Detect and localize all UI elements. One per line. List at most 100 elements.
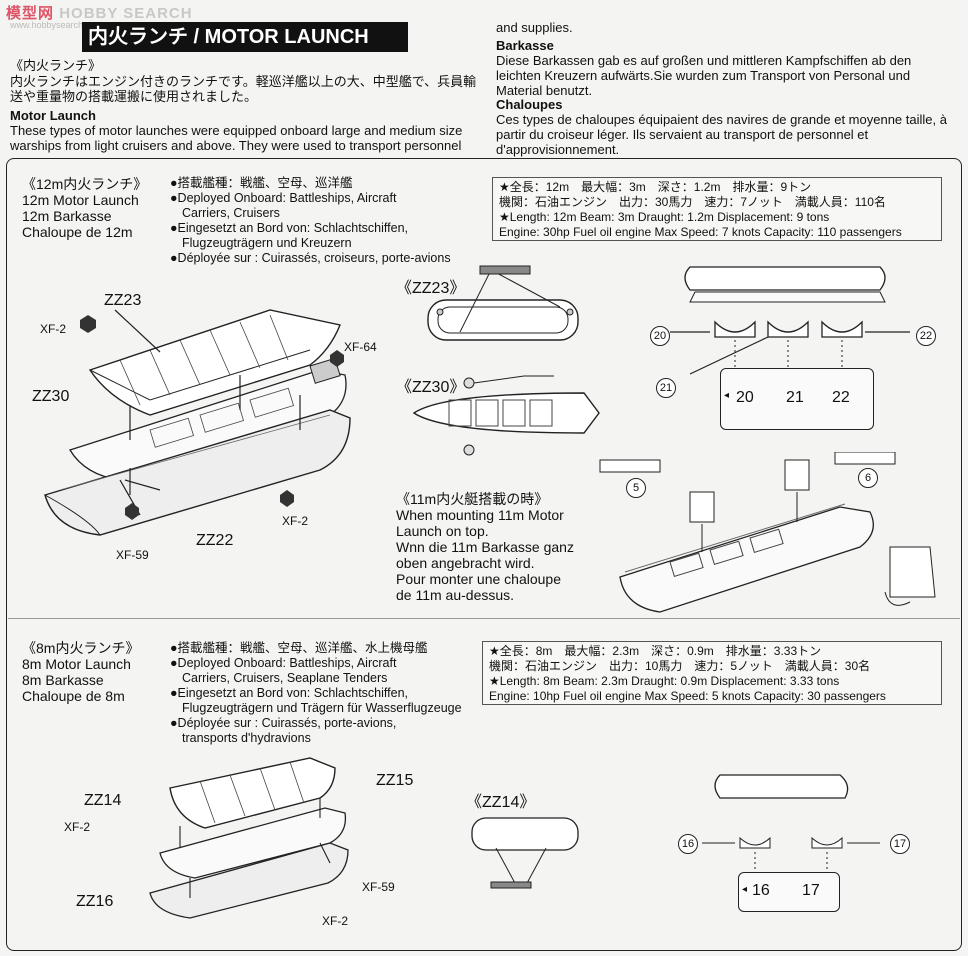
- intro-en-heading: Motor Launch: [10, 108, 96, 123]
- part-label: ZZ15: [376, 772, 414, 789]
- deployed-line: ●搭載艦種：戦艦、空母、巡洋艦: [170, 176, 353, 190]
- cradle-number-box-8m: [738, 872, 840, 912]
- paint-label: XF-64: [344, 340, 377, 354]
- launch8-assembly-diagram: [149, 757, 349, 919]
- launch8-name-en: 8m Motor Launch: [22, 656, 131, 672]
- page-title: 内火ランチ / MOTOR LAUNCH: [82, 22, 408, 52]
- spec-line: ★全長：8m 最大幅：2.3m 深さ：0.9m 排水量：3.33トン: [489, 644, 822, 658]
- deployed-line: Carriers, Cruisers: [182, 206, 280, 220]
- detail-label: 《ZZ23》: [396, 280, 466, 297]
- part-label: ZZ16: [76, 893, 114, 910]
- launch12-name-en: 12m Motor Launch: [22, 192, 139, 208]
- intro-de-line: leichten Kreuzern aufwärts.Sie wurden zu…: [496, 68, 911, 83]
- intro-fr-text: Ces types de chaloupes équipaient des na…: [496, 112, 962, 157]
- intro-en-line: These types of motor launches were equip…: [10, 123, 463, 138]
- launch8-names: 《8m内火ランチ》 8m Motor Launch 8m Barkasse Ch…: [22, 640, 139, 704]
- part-number-badge: 17: [890, 834, 910, 854]
- paint-label: XF-2: [322, 914, 349, 928]
- watermark-en: HOBBY SEARCH: [59, 5, 193, 22]
- intro-en-cont: and supplies.: [496, 20, 573, 35]
- intro-fr-heading: Chaloupes: [496, 97, 563, 112]
- intro-jp-line: 送や重量物の搭載運搬に使用されました。: [10, 89, 258, 104]
- intro-jp-line: 内火ランチはエンジン付きのランチです。軽巡洋艦以上の大、中型艦で、兵員輸: [10, 74, 477, 89]
- part-number-badge: 16: [678, 834, 698, 854]
- paint-label: XF-2: [40, 322, 67, 336]
- intro-en-text: These types of motor launches were equip…: [10, 123, 480, 153]
- detail-label: 《ZZ14》: [466, 794, 536, 811]
- arrow-mark: ◂: [724, 390, 730, 401]
- part-number-badge: 20: [650, 326, 670, 346]
- section-divider: [8, 618, 960, 619]
- mount-note-line: Wnn die 11m Barkasse ganz: [396, 539, 574, 555]
- intro-en-line: warships from light cruisers and above. …: [10, 138, 462, 153]
- intro-de-heading: Barkasse: [496, 38, 554, 53]
- intro-de-line: Diese Barkassen gab es auf großen und mi…: [496, 53, 912, 68]
- spec-line: Engine: 10hp Fuel oil engine Max Speed: …: [489, 689, 886, 703]
- mount-note-line: oben angebracht wird.: [396, 555, 535, 571]
- intro-de-text: Diese Barkassen gab es auf großen und mi…: [496, 53, 962, 98]
- launch12-assembly-diagram: [44, 309, 351, 536]
- cradle-number: 21: [786, 389, 804, 406]
- launch12-name-de: 12m Barkasse: [22, 208, 112, 224]
- launch12-names: 《12m内火ランチ》 12m Motor Launch 12m Barkasse…: [22, 176, 147, 240]
- zz30-detail-drawing: [412, 375, 600, 456]
- cradle-diagram-12m: [670, 266, 910, 377]
- part-number-badge: 6: [858, 468, 878, 488]
- spec-line: ★Length: 12m Beam: 3m Draught: 1.2m Disp…: [499, 210, 830, 224]
- launch12-name-jp: 《12m内火ランチ》: [22, 176, 148, 192]
- part-label: ZZ23: [104, 292, 142, 309]
- intro-fr-line: d'approvisionnement.: [496, 142, 620, 157]
- mount-note-line: de 11m au-dessus.: [396, 587, 515, 603]
- part-label: ZZ22: [196, 532, 234, 549]
- watermark-url: www.hobbysearch.com: [10, 20, 103, 30]
- launch12-deployed: ●搭載艦種：戦艦、空母、巡洋艦 ●Deployed Onboard: Battl…: [170, 176, 451, 266]
- cradle-diagram-8m: [702, 774, 880, 882]
- part-number-badge: 22: [916, 326, 936, 346]
- spec-line: Engine: 30hp Fuel oil engine Max Speed: …: [499, 225, 902, 239]
- watermark: 模型网 HOBBY SEARCH: [6, 2, 193, 23]
- intro-fr-line: Ces types de chaloupes équipaient des na…: [496, 112, 947, 127]
- launch8-name-jp: 《8m内火ランチ》: [22, 640, 140, 656]
- cradle-number-box-12m: [720, 368, 874, 430]
- spec-line: 機関：石油エンジン 出力：10馬力 速力：5ノット 満載人員：30名: [489, 659, 871, 673]
- mount-note: 《11m内火艇搭載の時》 When mounting 11m Motor Lau…: [396, 491, 574, 603]
- paint-label: XF-2: [282, 514, 309, 528]
- spec-line: ★Length: 8m Beam: 2.3m Draught: 0.9m Dis…: [489, 674, 840, 688]
- intro-jp-text: 内火ランチはエンジン付きのランチです。軽巡洋艦以上の大、中型艦で、兵員輸 送や重…: [10, 74, 480, 104]
- cradle-number: 22: [832, 389, 850, 406]
- launch12-name-fr: Chaloupe de 12m: [22, 224, 133, 240]
- intro-fr-line: partir du croiseur léger. Ils servaient …: [496, 127, 869, 142]
- mount-note-line: Launch on top.: [396, 523, 489, 539]
- deployed-line: Flugzeugträgern und Kreuzern: [182, 236, 352, 250]
- deployed-line: ●搭載艦種：戦艦、空母、巡洋艦、水上機母艦: [170, 641, 428, 655]
- paint-label: XF-59: [116, 548, 149, 562]
- deployed-line: ●Eingesetzt an Bord von: Schlachtschiffe…: [170, 221, 409, 235]
- part-number-badge: 21: [656, 378, 676, 398]
- part-label: ZZ14: [84, 792, 122, 809]
- mount-note-line: Pour monter une chaloupe: [396, 571, 561, 587]
- watermark-cn: 模型网: [6, 5, 55, 22]
- mount-note-line: When mounting 11m Motor: [396, 507, 564, 523]
- spec-line: ★全長：12m 最大幅：3m 深さ：1.2m 排水量：9トン: [499, 180, 812, 194]
- launch8-name-de: 8m Barkasse: [22, 672, 104, 688]
- launch8-deployed: ●搭載艦種：戦艦、空母、巡洋艦、水上機母艦 ●Deployed Onboard:…: [170, 641, 462, 746]
- paint-label: XF-59: [362, 880, 395, 894]
- mount-note-line: 《11m内火艇搭載の時》: [396, 491, 549, 507]
- part-number-badge: 5: [626, 478, 646, 498]
- launch8-spec-box: ★全長：8m 最大幅：2.3m 深さ：0.9m 排水量：3.33トン 機関：石油…: [482, 641, 942, 705]
- intro-jp-heading: 《内火ランチ》: [10, 58, 102, 73]
- cradle-number: 16: [752, 882, 770, 899]
- cradle-number: 17: [802, 882, 820, 899]
- deployed-line: ●Déployée sur : Cuirassés, croiseurs, po…: [170, 251, 451, 265]
- deployed-line: Carriers, Cruisers, Seaplane Tenders: [182, 671, 388, 685]
- zz14-detail-drawing: [471, 817, 579, 889]
- deployed-line: ●Deployed Onboard: Battleships, Aircraft: [170, 191, 397, 205]
- cradle-number: 20: [736, 389, 754, 406]
- instruction-panel: [6, 158, 962, 951]
- launch8-name-fr: Chaloupe de 8m: [22, 688, 125, 704]
- deployed-line: ●Deployed Onboard: Battleships, Aircraft: [170, 656, 397, 670]
- deployed-line: Flugzeugträgern und Trägern für Wasserfl…: [182, 701, 462, 715]
- spec-line: 機関：石油エンジン 出力：30馬力 速力：7ノット 満載人員：110名: [499, 195, 886, 209]
- intro-de-line: Material benutzt.: [496, 83, 593, 98]
- zz23-detail-drawing: [427, 265, 579, 341]
